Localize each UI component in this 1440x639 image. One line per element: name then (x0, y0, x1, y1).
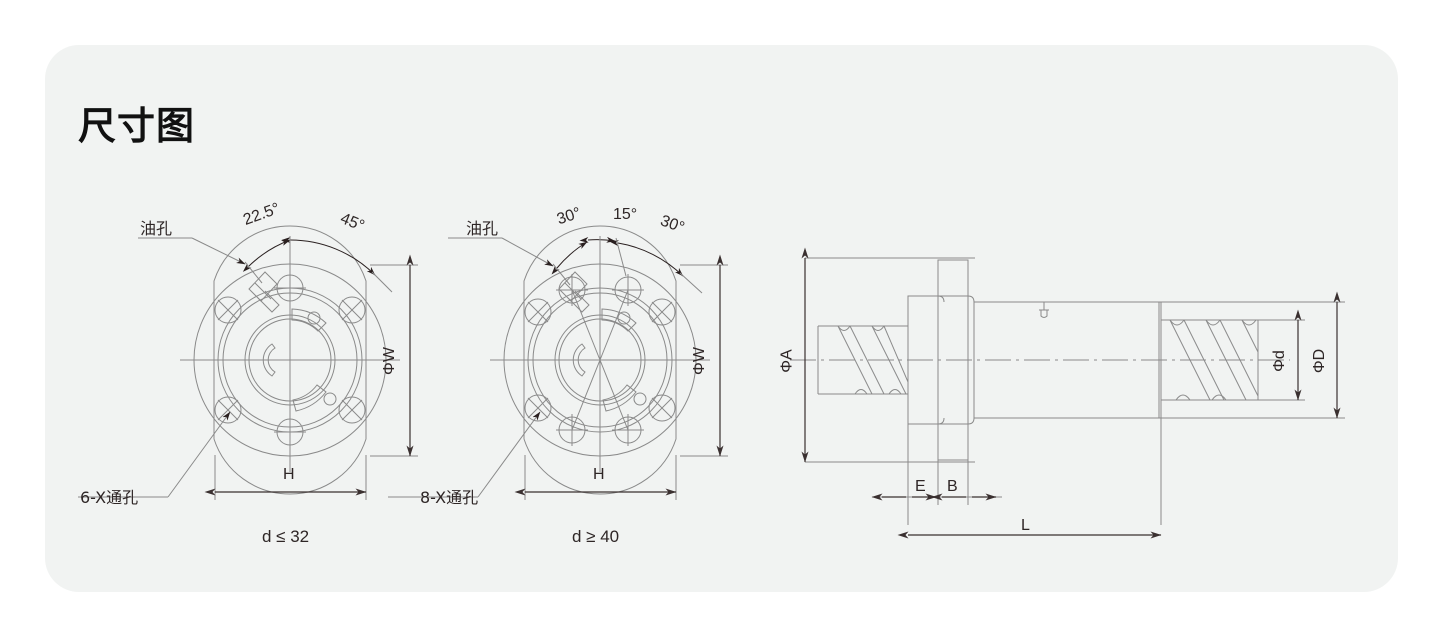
label-dim-phi-d: Φd (1270, 350, 1288, 372)
label-dim-h-1: H (283, 466, 295, 483)
bolt-holes-8 (524, 274, 676, 446)
label-angle-15: 15° (613, 206, 638, 223)
oil-hole-port (248, 271, 280, 313)
label-dim-h-2: H (593, 466, 605, 483)
label-oil-hole-1: 油孔 (140, 219, 173, 238)
angle-arc-15 (579, 236, 616, 243)
view-assembly-side (790, 247, 1345, 539)
bolt-circle-spokes (571, 289, 629, 431)
label-oil-hole-2: 油孔 (466, 219, 499, 238)
extension-lines (805, 257, 1345, 525)
leader-through-hole (78, 411, 231, 498)
label-dim-phi-w-1: ΦW (380, 347, 398, 375)
label-through-hole-1: 6-X通孔 (80, 488, 139, 507)
dimension-phi-w (680, 254, 728, 457)
caption-view-2: d ≥ 40 (572, 527, 620, 546)
label-dim-phi-w-2: ΦW (690, 347, 708, 375)
caption-view-1: d ≤ 32 (262, 527, 310, 546)
dimension-h (514, 455, 677, 500)
label-dim-phi-a: ΦA (778, 349, 796, 373)
leader-oil-hole (138, 237, 246, 265)
dimension-h (204, 455, 367, 500)
label-dim-phi-dd: ΦD (1311, 348, 1329, 374)
page-title: 尺寸图 (78, 104, 196, 148)
angle-arc-30-right (609, 240, 684, 277)
leader-oil-hole (448, 237, 554, 267)
angle-arc-45 (281, 236, 376, 276)
label-through-hole-2: 8-X通孔 (420, 488, 479, 507)
label-dim-e: E (915, 478, 926, 495)
view-flange-6-hole (78, 225, 418, 500)
dimension-phi-w (370, 254, 418, 457)
label-dim-l: L (1021, 517, 1030, 534)
angle-arc-22-5 (242, 239, 291, 272)
label-dim-b: B (947, 478, 958, 495)
angle-arc-30-left (551, 241, 588, 275)
view-flange-8-hole (388, 225, 728, 500)
bolt-holes-6 (214, 272, 366, 448)
leader-through-hole (388, 411, 541, 498)
